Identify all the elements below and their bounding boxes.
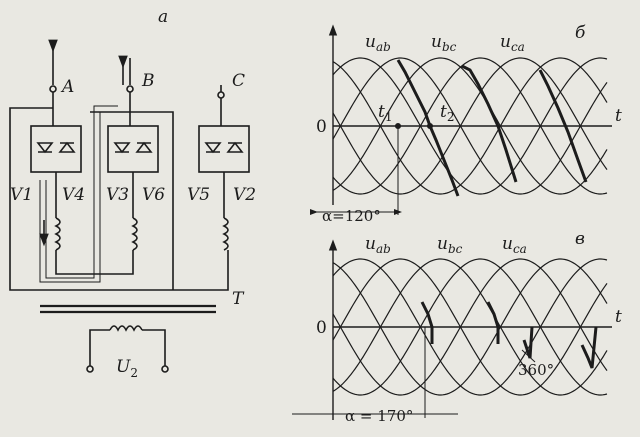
terminal-a [49, 85, 57, 93]
v-label-t-axis: t [615, 307, 622, 327]
v-wave-uab-neg [332, 258, 608, 396]
coil-3 [222, 217, 229, 251]
current-path [39, 111, 118, 283]
v-label-ubc: ubc [437, 234, 463, 256]
waveform-panel-b [310, 24, 612, 215]
v-label-uca: uca [502, 234, 527, 256]
b-point-t2 [427, 123, 433, 129]
label-v3: V3 [106, 185, 129, 205]
thyristor-pair-3 [198, 125, 250, 173]
v-360-leader [521, 349, 536, 363]
current-path-inner [45, 105, 118, 279]
output-terminal-right [161, 365, 169, 373]
b-output-seg-3 [461, 64, 518, 183]
panel-label-b: б [575, 23, 586, 43]
b-label-t2: t2 [440, 102, 454, 124]
panel-label-v: в [575, 229, 585, 249]
label-u2: U2 [116, 357, 138, 380]
b-waves [332, 57, 608, 197]
output-terminal-left [86, 365, 94, 373]
b-label-uab: uab [365, 32, 391, 54]
label-v5: V5 [187, 185, 210, 205]
v-label-alpha: α = 170° [345, 407, 413, 425]
label-transformer: T [232, 289, 245, 309]
v-waves [332, 258, 608, 396]
label-v2: V2 [233, 185, 256, 205]
b-label-uca: uca [500, 32, 525, 54]
terminal-b [126, 85, 134, 93]
waveform-labels: б в uab ubc uca 0 t t1 t2 α=120° uab ubc… [316, 23, 622, 425]
v-wave-ubc-neg [332, 258, 608, 396]
secondary-left-wire [89, 329, 110, 366]
panel-label-a: a [158, 7, 168, 27]
b-label-ubc: ubc [431, 32, 457, 54]
v-label-360: 360° [518, 361, 554, 379]
coil-2 [131, 217, 138, 251]
v-wave-ubc [332, 258, 608, 396]
v-output-seg-3 [522, 326, 534, 359]
b-output-seg-2 [428, 125, 460, 197]
b-label-zero: 0 [316, 117, 327, 137]
b-wave-ubc [332, 57, 608, 195]
terminal-c [217, 91, 225, 99]
b-output-seg-1 [396, 59, 432, 127]
outer-frame-wire [9, 107, 229, 291]
v-wave-uca-neg [332, 258, 608, 396]
v-output-seg-1 [420, 301, 434, 344]
v-wave-uca [332, 258, 608, 396]
b-wave-uca-neg [332, 57, 608, 195]
b-wave-uca [332, 57, 608, 195]
b-wave-ubc-neg [332, 57, 608, 195]
waveform-panel-v [292, 239, 612, 420]
b-label-alpha: α=120° [322, 207, 381, 225]
v-output-seg-2 [486, 301, 500, 344]
b-wave-uab-neg [332, 57, 608, 195]
v-label-uab: uab [365, 234, 391, 256]
b-wave-uab [332, 57, 608, 195]
coil-1 [54, 217, 61, 251]
v-output-seg-4 [580, 326, 598, 369]
label-v4: V4 [62, 185, 85, 205]
circuit-panel [9, 39, 250, 373]
circuit-labels: a A B C V1 V4 V3 V6 V5 V2 T U2 [10, 7, 256, 380]
v-wave-uab [332, 258, 608, 396]
thyristor-pair-1 [30, 125, 82, 173]
label-phase-c: C [232, 71, 245, 91]
label-v6: V6 [142, 185, 165, 205]
v-label-zero: 0 [316, 318, 327, 338]
thyristor-symbols [36, 141, 244, 154]
thyristor-pair-2 [107, 125, 159, 173]
secondary-right-wire [142, 329, 166, 366]
secondary-coil [109, 325, 143, 332]
label-v1: V1 [10, 185, 33, 205]
b-label-t-axis: t [615, 106, 622, 126]
label-phase-a: A [60, 77, 74, 97]
b-output-seg-4 [538, 69, 588, 183]
b-label-t1: t1 [378, 102, 392, 124]
label-phase-b: B [141, 71, 155, 91]
